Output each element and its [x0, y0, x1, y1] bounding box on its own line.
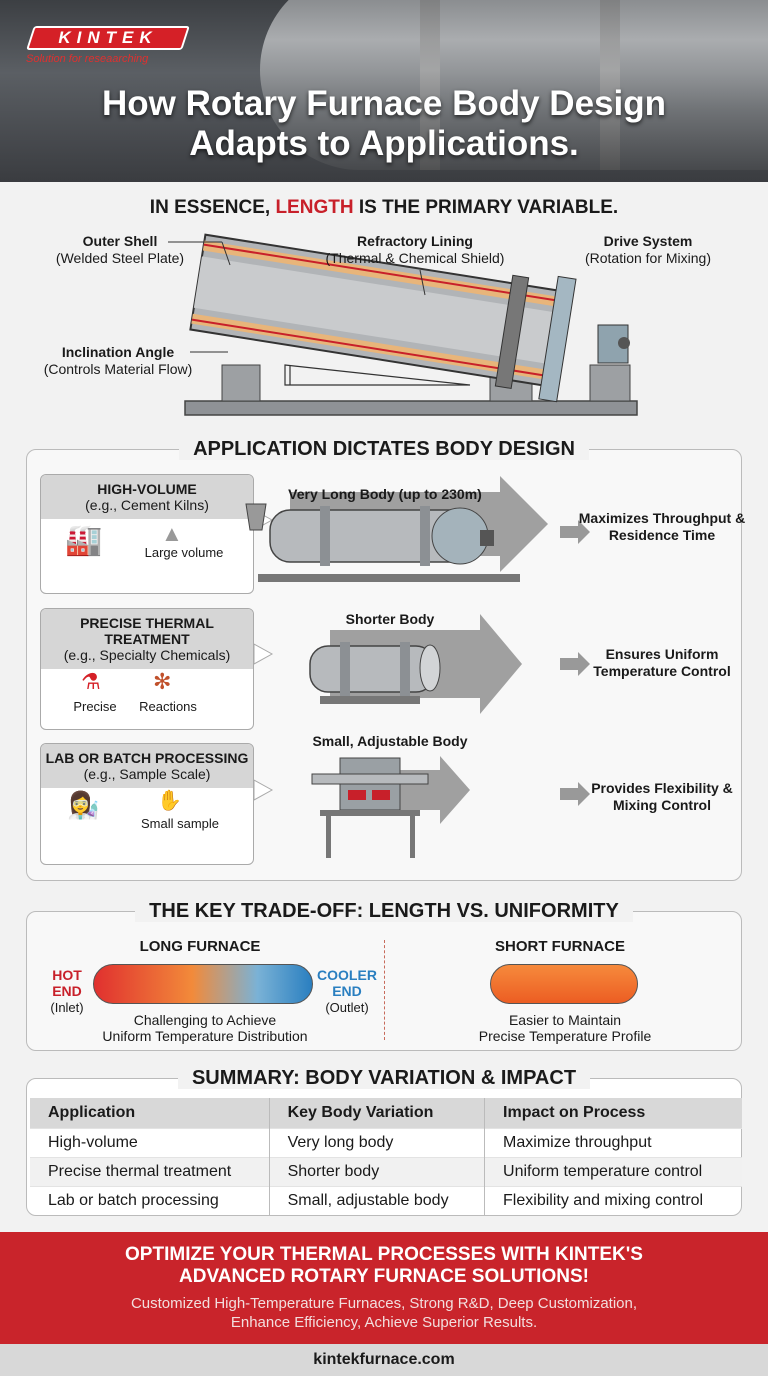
powder-pile-icon: ▲	[161, 521, 183, 546]
table-cell: Shorter body	[268, 1156, 485, 1186]
result-lab-batch: Provides Flexibility & Mixing Control	[591, 780, 733, 813]
result-arrow	[560, 652, 590, 676]
summary-section-title: SUMMARY: BODY VARIATION & IMPACT	[0, 1067, 768, 1090]
table-cell: Uniform temperature control	[484, 1156, 742, 1186]
incline-angle-marker	[284, 364, 471, 386]
column-header: Application	[30, 1098, 270, 1128]
table-row: High-volume Very long body Maximize thro…	[30, 1127, 742, 1157]
app-card-lab-batch: LAB OR BATCH PROCESSING(e.g., Sample Sca…	[40, 743, 254, 865]
application-illustrations	[245, 476, 590, 858]
body-label-shorter: Shorter Body	[345, 611, 435, 627]
hand-sample-icon: ✋	[157, 790, 182, 812]
result-precise-thermal: Ensures Uniform Temperature Control	[593, 646, 731, 679]
summary-table: Application Key Body Variation Impact on…	[30, 1098, 742, 1215]
kintek-logo[interactable]: KINTEK	[26, 26, 190, 50]
table-cell: Precise thermal treatment	[30, 1156, 270, 1186]
table-cell: Small, adjustable body	[268, 1185, 485, 1215]
body-label-small: Small, Adjustable Body	[312, 733, 468, 749]
label-drive-system: Drive System(Rotation for Mixing)	[584, 233, 712, 266]
table-cell: Lab or batch processing	[30, 1185, 270, 1215]
gear-ring	[494, 274, 530, 389]
result-arrow	[560, 520, 590, 544]
lab-table	[320, 810, 420, 816]
table-header-row: Application Key Body Variation Impact on…	[30, 1098, 742, 1128]
footer-url[interactable]: kintekfurnace.com	[0, 1344, 768, 1376]
drive-shaft-icon	[618, 337, 630, 349]
short-furnace-title: SHORT FURNACE	[495, 938, 625, 955]
long-kiln-base	[258, 574, 520, 582]
label-outer-shell: Outer Shell(Welded Steel Plate)	[55, 233, 185, 266]
base-frame	[184, 400, 638, 416]
long-kiln-flange	[431, 507, 489, 565]
short-furnace-bar	[490, 964, 638, 1004]
app-card-header: LAB OR BATCH PROCESSING(e.g., Sample Sca…	[41, 744, 253, 788]
table-row: Lab or batch processing Small, adjustabl…	[30, 1185, 742, 1215]
furnace-inner-tube	[193, 256, 558, 365]
cooler-end-sub: (Outlet)	[325, 1000, 369, 1015]
result-high-volume: Maximizes Throughput & Residence Time	[578, 510, 746, 543]
furnace-anatomy-diagram	[168, 233, 638, 416]
table-cell: Flexibility and mixing control	[484, 1185, 742, 1215]
brand-tagline: Solution for reseaarching	[26, 53, 149, 65]
icon-caption: Small sample	[140, 816, 220, 831]
short-furnace-base	[320, 696, 420, 704]
column-header: Impact on Process	[484, 1098, 742, 1128]
page-title: How Rotary Furnace Body Design Adapts to…	[0, 84, 768, 164]
hero-furnace-image	[260, 0, 768, 170]
application-section-title: APPLICATION DICTATES BODY DESIGN	[0, 438, 768, 461]
left-support	[221, 364, 261, 402]
hot-end-label: HOT END	[52, 967, 82, 999]
cta-subtext: Customized High-Temperature Furnaces, St…	[130, 1295, 638, 1331]
table-cell: Very long body	[268, 1127, 485, 1157]
icon-caption: Large volume	[144, 545, 224, 560]
cooler-end-label: COOLER END	[317, 967, 377, 999]
essence-heading: IN ESSENCE, LENGTH IS THE PRIMARY VARIAB…	[0, 197, 768, 219]
hero-ring	[600, 0, 620, 170]
hot-end-sub: (Inlet)	[50, 1000, 84, 1015]
app-card-precise-thermal: PRECISE THERMAL TREATMENT(e.g., Specialt…	[40, 608, 254, 730]
flask-icon: ⚗	[81, 669, 101, 694]
label-inclination-angle: Inclination Angle(Controls Material Flow…	[43, 344, 193, 377]
app-card-header: PRECISE THERMAL TREATMENT(e.g., Specialt…	[41, 609, 253, 669]
cta-heading: OPTIMIZE YOUR THERMAL PROCESSES WITH KIN…	[125, 1244, 643, 1287]
result-arrow	[560, 782, 590, 806]
hero-banner: KINTEK Solution for reseaarching How Rot…	[0, 0, 768, 182]
short-furnace-tube	[309, 645, 435, 693]
icon-caption: Precise	[73, 699, 117, 714]
title-line-1: How Rotary Furnace Body Design	[102, 84, 666, 123]
tradeoff-divider	[384, 940, 385, 1040]
scientist-icon: 👩‍🔬	[67, 790, 100, 820]
icon-caption: Reactions	[139, 699, 197, 714]
motor-support	[589, 364, 631, 402]
long-furnace-title: LONG FURNACE	[139, 938, 261, 955]
table-row: Precise thermal treatment Shorter body U…	[30, 1156, 742, 1186]
table-cell: High-volume	[30, 1127, 270, 1157]
essence-prefix: IN ESSENCE,	[149, 197, 276, 218]
logo-text: KINTEK	[58, 28, 158, 47]
label-refractory-lining: Refractory Lining(Thermal & Chemical Shi…	[325, 233, 505, 266]
molecule-icon: ✻	[153, 669, 172, 694]
essence-highlight: LENGTH	[275, 197, 354, 218]
long-furnace-gradient-bar	[93, 964, 313, 1004]
body-label-long: Very Long Body (up to 230m)	[288, 486, 482, 502]
essence-suffix: IS THE PRIMARY VARIABLE.	[353, 197, 619, 218]
title-line-2: Adapts to Applications.	[189, 124, 579, 163]
tradeoff-section-title: THE KEY TRADE-OFF: LENGTH VS. UNIFORMITY	[0, 900, 768, 923]
table-cell: Maximize throughput	[484, 1127, 742, 1157]
cta-banner[interactable]: OPTIMIZE YOUR THERMAL PROCESSES WITH KIN…	[0, 1232, 768, 1344]
column-header: Key Body Variation	[268, 1098, 485, 1128]
feed-hopper	[245, 503, 267, 531]
factory-icon: 🏭	[65, 524, 103, 557]
hero-ring	[420, 0, 440, 170]
app-card-high-volume: HIGH-VOLUME(e.g., Cement Kilns) 🏭 ▲ Larg…	[40, 474, 254, 594]
app-card-header: HIGH-VOLUME(e.g., Cement Kilns)	[41, 475, 253, 519]
drive-flange	[538, 275, 577, 403]
arrow-small-body	[400, 756, 470, 824]
